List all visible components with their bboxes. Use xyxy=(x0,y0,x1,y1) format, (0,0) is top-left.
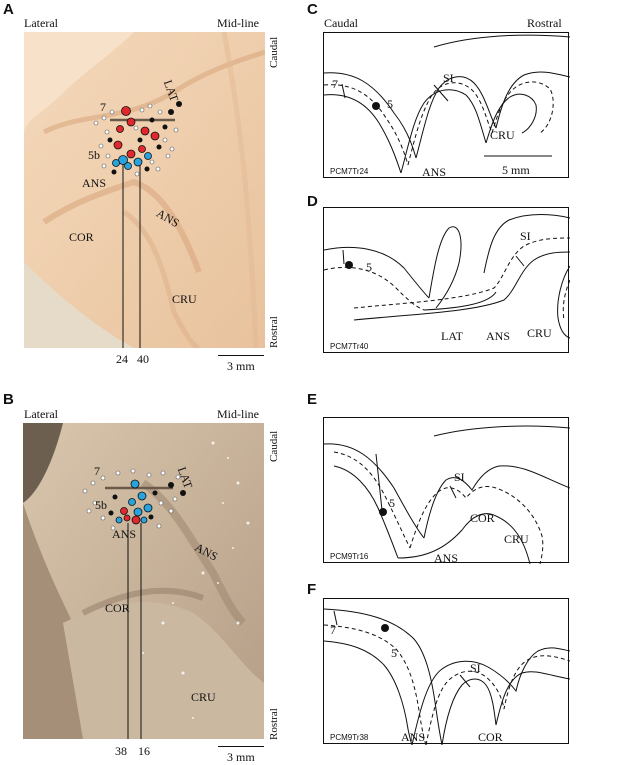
section-outline-c xyxy=(324,34,570,174)
section-id-c: PCM7Tr24 xyxy=(330,167,369,176)
caudal-label-b: Caudal xyxy=(268,430,280,462)
midline-label-b: Mid-line xyxy=(217,407,259,421)
section-e: 5 SI COR CRU ANS PCM9Tr16 xyxy=(323,417,570,565)
area-7-label-f: 7 xyxy=(330,623,336,637)
ans-label-a-1: ANS xyxy=(82,176,107,190)
section-outline-e xyxy=(324,425,570,564)
scale-label-b: 3 mm xyxy=(227,750,255,764)
area-5b-label-a: 5b xyxy=(88,148,100,162)
tick-24: 24 xyxy=(116,352,128,366)
panel-letter-d: D xyxy=(307,193,318,210)
tick-40: 40 xyxy=(137,352,149,366)
tick-38: 38 xyxy=(115,744,127,758)
area-7-label-c: 7 xyxy=(332,77,338,91)
cru-label-b: CRU xyxy=(191,690,216,704)
panel-letter-c: C xyxy=(307,1,318,18)
panel-letter-e: E xyxy=(307,391,318,408)
cru-label-a: CRU xyxy=(172,292,197,306)
section-d: 5 SI LAT ANS CRU PCM7Tr40 xyxy=(323,207,570,353)
rostral-label-c: Rostral xyxy=(527,16,562,30)
ans-label-d: ANS xyxy=(486,329,511,343)
cru-label-e: CRU xyxy=(504,532,529,546)
ans-label-e: ANS xyxy=(434,551,459,565)
midline-label-a: Mid-line xyxy=(217,16,259,30)
panel-letter-f: F xyxy=(307,581,317,598)
panel-letter-a: A xyxy=(3,1,14,18)
caudal-label-c: Caudal xyxy=(324,16,358,30)
panel-letter-b: B xyxy=(3,391,14,408)
cor-label-a: COR xyxy=(69,230,94,244)
area-7-label-a: 7 xyxy=(100,100,106,114)
area-5-label-c: 5 xyxy=(387,97,393,111)
area-5b-label-b: 5b xyxy=(95,498,107,512)
brain-surface-b xyxy=(23,423,264,739)
brain-photo-a: 7 LAT 5b ANS ANS COR CRU xyxy=(24,32,265,348)
ans-label-f: ANS xyxy=(401,730,426,744)
lat-label-d: LAT xyxy=(441,329,463,343)
lateral-label-b: Lateral xyxy=(24,407,58,421)
ans-label-c: ANS xyxy=(422,165,447,179)
brain-photo-b: 7 LAT 5b ANS ANS COR CRU xyxy=(23,423,264,739)
caudal-label-a: Caudal xyxy=(268,36,280,68)
section-f: 7 5 SI ANS COR PCM9Tr38 xyxy=(323,598,570,745)
tick-16: 16 xyxy=(138,744,150,758)
rostral-label-b: Rostral xyxy=(268,708,280,740)
section-outline-d xyxy=(324,214,570,339)
scale-bar-b xyxy=(218,746,264,747)
lateral-label-a: Lateral xyxy=(24,16,58,30)
area-5-label-e: 5 xyxy=(389,496,395,510)
ans-label-b-1: ANS xyxy=(112,527,137,541)
scale-label-c: 5 mm xyxy=(502,163,530,177)
cor-label-f: COR xyxy=(478,730,503,744)
scale-label-a: 3 mm xyxy=(227,359,255,373)
section-id-f: PCM9Tr38 xyxy=(330,733,369,742)
section-id-e: PCM9Tr16 xyxy=(330,552,369,561)
si-label-f: SI xyxy=(470,661,481,675)
cor-label-e: COR xyxy=(470,511,495,525)
cru-label-d: CRU xyxy=(527,326,552,340)
section-outline-f xyxy=(324,608,570,745)
area-5-label-f: 5 xyxy=(391,646,397,660)
cru-label-c: CRU xyxy=(490,128,515,142)
section-id-d: PCM7Tr40 xyxy=(330,342,369,351)
si-label-e: SI xyxy=(454,470,465,484)
area-7-label-b: 7 xyxy=(94,464,100,478)
si-label-d: SI xyxy=(520,229,531,243)
scale-bar-a xyxy=(218,355,264,356)
si-label-c: SI xyxy=(443,71,454,85)
brain-surface-a xyxy=(24,32,265,348)
cor-label-b: COR xyxy=(105,601,130,615)
section-c: 7 5 SI CRU ANS PCM7Tr24 5 mm xyxy=(323,32,570,179)
area-5-label-d: 5 xyxy=(366,260,372,274)
rostral-label-a: Rostral xyxy=(268,316,280,348)
